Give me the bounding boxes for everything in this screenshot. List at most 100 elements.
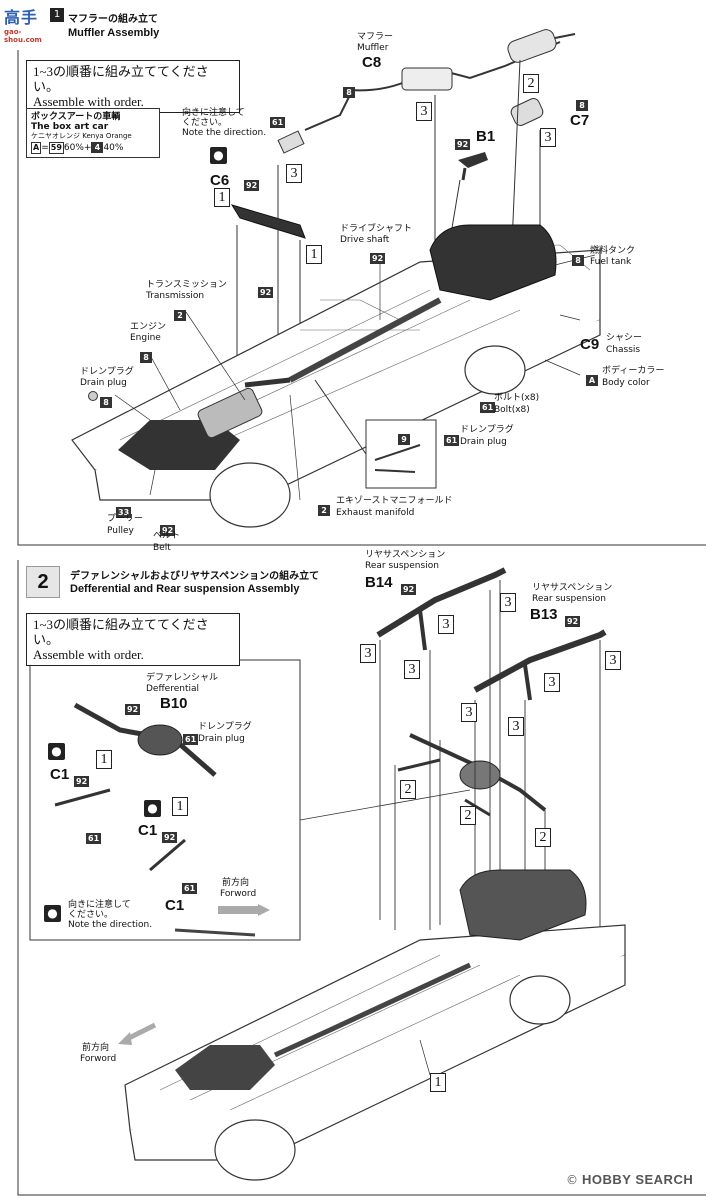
- step-marker: 3: [461, 703, 477, 722]
- body-color-chip: A: [586, 368, 598, 387]
- part-chip: 92: [74, 776, 90, 787]
- c1-chip-2: 92: [162, 825, 178, 844]
- drain-plug-jp: ドレンプラグ: [80, 367, 134, 377]
- mix-equals: =: [41, 143, 49, 153]
- step1-direction-note: 向きに注意して ください。 Note the direction.: [182, 108, 278, 138]
- logo-text: 高手: [4, 8, 39, 27]
- c1-part: C1: [50, 766, 70, 783]
- step1-number-icon: 1: [50, 8, 64, 22]
- step-marker: 3: [540, 128, 556, 147]
- paint-a-chip: A: [31, 142, 42, 154]
- part-chip: 61: [182, 883, 198, 894]
- caution-icon: ●: [44, 905, 61, 922]
- diff-en: Defferential: [146, 684, 199, 694]
- step-marker: 2: [460, 806, 476, 825]
- forward-jp: 前方向: [222, 878, 250, 888]
- c7-chip: 8: [576, 93, 588, 112]
- step1-reference: 1: [430, 1073, 446, 1092]
- part-chip: 92: [455, 139, 471, 150]
- c1-part-2: C1: [138, 822, 158, 839]
- fuel-tank-chip: 8: [572, 248, 584, 267]
- part-chip: 61: [480, 402, 496, 413]
- mix-pct-2: 40%: [103, 143, 124, 153]
- body-color-jp: ボディーカラー: [602, 366, 665, 376]
- transmission-chip: 2: [174, 303, 186, 322]
- direction-jp: 向きに注意して ください。: [68, 900, 131, 920]
- bolt-jp: ボルト(x8): [494, 393, 540, 403]
- drain-plug2-en: Drain plug: [460, 437, 507, 447]
- part-chip: 92: [258, 287, 274, 298]
- rs1-jp: リヤサスペンション: [365, 550, 446, 560]
- transmission-en: Transmission: [146, 291, 205, 301]
- engine-jp: エンジン: [130, 322, 167, 332]
- mix-pct-1: 60%: [63, 143, 84, 153]
- chassis-jp: シャシー: [606, 333, 643, 343]
- boxart-info: ボックスアートの車輌 The box art car ケニヤオレンジ Kenya…: [26, 108, 160, 158]
- step1-order-note: 1~3の順番に組み立ててください。 Assemble with order.: [26, 60, 240, 113]
- body-color-en: Body color: [602, 378, 650, 388]
- step2-direction-note: 向きに注意して ください。 Note the direction.: [68, 900, 178, 930]
- part-chip: 9: [398, 434, 410, 445]
- direction-en: Note the direction.: [68, 920, 153, 930]
- part-chip: 92: [160, 525, 176, 536]
- step2-title-jp: デファレンシャルおよびリヤサスペンションの組み立て: [70, 571, 320, 582]
- part-chip: 2: [318, 505, 330, 516]
- forward-en-2: Forword: [80, 1054, 117, 1064]
- c1-part-3: C1: [165, 897, 185, 914]
- pulley-jp: プーリー: [107, 514, 144, 524]
- step-marker: 3: [416, 102, 432, 121]
- step-marker: 2: [535, 828, 551, 847]
- part-chip: A: [586, 375, 598, 386]
- engine-en: Engine: [130, 333, 161, 343]
- rs1-en: Rear suspension: [365, 561, 439, 571]
- chip-8-left: 61: [86, 826, 102, 845]
- diff-part: B10: [160, 695, 188, 712]
- drain-plug-dot: [88, 391, 98, 401]
- part-chip: 92: [401, 584, 417, 595]
- drain-chip-2: 61: [183, 727, 199, 746]
- chip-61-top: 61: [270, 110, 286, 129]
- step-marker: 1: [172, 797, 188, 816]
- drive-shaft-jp: ドライブシャフト: [340, 224, 413, 234]
- step-marker: 3: [360, 644, 376, 663]
- step-marker: 3: [500, 593, 516, 612]
- belt-chip: 92: [160, 518, 176, 537]
- part-chip: 61: [444, 435, 460, 446]
- exhaust-en: Exhaust manifold: [336, 508, 415, 518]
- c7-part: C7: [570, 112, 590, 129]
- c1-chip: 92: [74, 769, 90, 788]
- diff-jp: デファレンシャル: [146, 673, 219, 683]
- step-marker: 1: [214, 188, 230, 207]
- part-chip: 92: [125, 704, 141, 715]
- part-chip: 2: [174, 310, 186, 321]
- part-chip: 61: [183, 734, 199, 745]
- transmission-jp: トランスミッション: [146, 280, 227, 290]
- b14-chip: 92: [401, 577, 417, 596]
- step-marker: 1: [306, 245, 322, 264]
- fuel-tank-en: Fuel tank: [590, 257, 632, 267]
- b14-part: B14: [365, 574, 393, 591]
- chip-92-mid: 92: [258, 280, 274, 299]
- drain-plug-chip: 8: [100, 390, 112, 409]
- b13-chip: 92: [565, 609, 581, 628]
- drive-shaft-en: Drive shaft: [340, 235, 390, 245]
- step-marker: 3: [438, 615, 454, 634]
- watermark-text: HOBBY SEARCH: [582, 1172, 694, 1187]
- part-chip: 61: [86, 833, 102, 844]
- b1-chip: 92: [455, 132, 471, 151]
- b13-part: B13: [530, 606, 558, 623]
- site-logo: 高手 gao-shou.com: [4, 4, 48, 44]
- inset-9-chip: 9: [398, 427, 410, 446]
- b1-part: B1: [476, 128, 496, 145]
- muffler-label-jp: マフラー: [357, 32, 394, 42]
- caution-icon: ●: [48, 743, 65, 760]
- c6-chip: 92: [244, 173, 260, 192]
- part-chip: 8: [100, 397, 112, 408]
- diff-chip: 92: [125, 697, 141, 716]
- drain-en-2: Drain plug: [198, 734, 245, 744]
- step-marker: 3: [286, 164, 302, 183]
- direction-en: Note the direction.: [182, 128, 267, 138]
- step1-title-en: Muffler Assembly: [68, 27, 160, 39]
- step2-order-note: 1~3の順番に組み立ててください。 Assemble with order.: [26, 613, 240, 666]
